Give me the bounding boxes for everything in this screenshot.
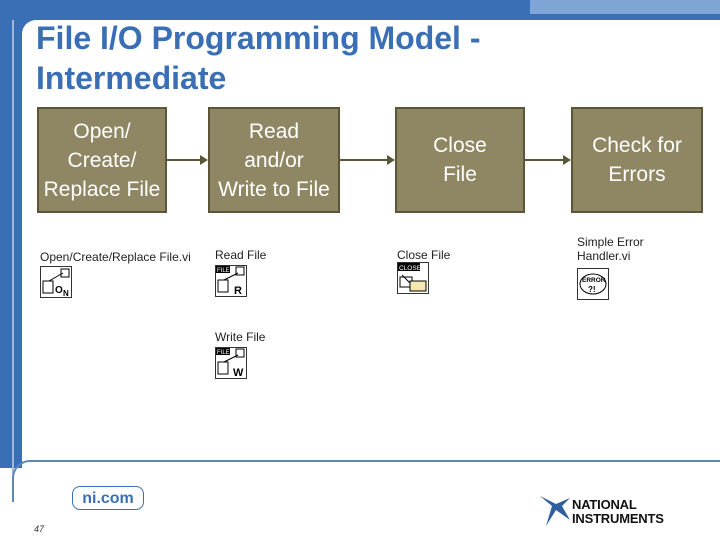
step-check-errors: Check for Errors: [571, 107, 703, 213]
step-open-create-replace: Open/ Create/ Replace File: [37, 107, 167, 213]
top-accent-bar: [530, 0, 720, 14]
file-write-icon: FILE W: [215, 347, 247, 379]
site-link[interactable]: ni.com: [72, 486, 144, 510]
vi-label-error: Simple Error Handler.vi: [577, 235, 644, 263]
step-close: Close File: [395, 107, 525, 213]
svg-text:CLOSE: CLOSE: [399, 265, 422, 272]
vi-label-close: Close File: [397, 248, 451, 262]
ni-logo-text: NATIONAL INSTRUMENTS: [572, 497, 664, 526]
file-close-icon: CLOSE: [397, 262, 429, 294]
left-divider: [12, 20, 14, 500]
step-read-write: Read and/or Write to File: [208, 107, 340, 213]
file-open-icon: O N: [40, 266, 72, 298]
logo-area: [528, 487, 720, 540]
svg-text:R: R: [234, 285, 242, 296]
svg-text:FILE: FILE: [217, 268, 230, 274]
svg-text:O: O: [55, 285, 63, 296]
svg-text:?!: ?!: [588, 285, 596, 294]
file-read-icon: FILE R: [215, 265, 247, 297]
error-handler-icon: ERROR ?!: [577, 268, 609, 300]
page-number: 47: [34, 524, 45, 534]
vi-label-read: Read File: [215, 248, 267, 262]
slide-title: File I/O Programming Model - Intermediat…: [36, 20, 481, 96]
ni-eagle-logo-icon: [540, 496, 570, 533]
vi-label-open: Open/Create/Replace File.vi: [40, 250, 191, 264]
svg-text:FILE: FILE: [217, 350, 230, 356]
svg-text:ERROR: ERROR: [582, 277, 606, 284]
slide-background: [22, 20, 720, 468]
svg-text:N: N: [63, 289, 69, 297]
vi-label-write: Write File: [215, 330, 266, 344]
footer-divider: [12, 460, 720, 502]
svg-text:W: W: [233, 367, 244, 378]
